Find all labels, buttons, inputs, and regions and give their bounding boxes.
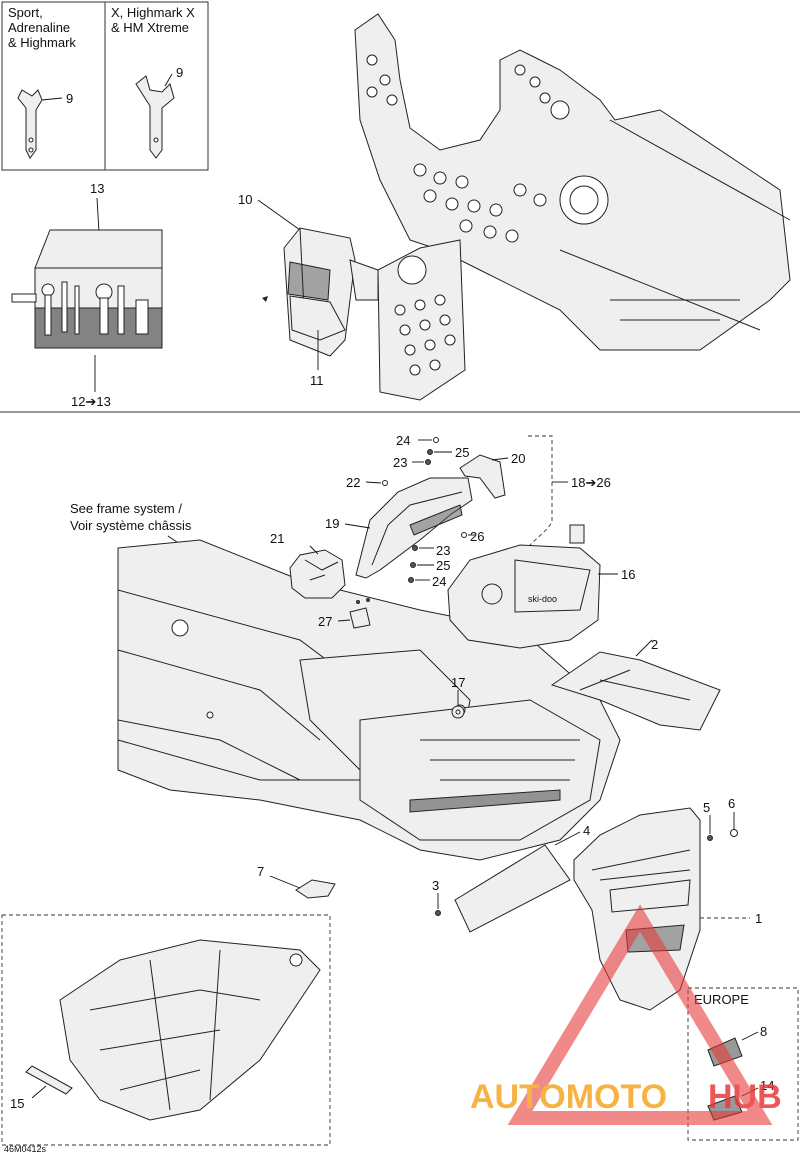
box-a-label: Sport, Adrenaline & Highmark [8,5,76,50]
callout-10: 10 [238,192,252,207]
label-text: Voir système châssis [70,518,192,533]
tank-part-16: ski-doo 16 [447,524,635,649]
label-text: Sport, [8,5,43,20]
callout-24a: 24 [396,433,410,448]
flap-part-4: 4 [454,823,590,933]
callout-19: 19 [325,516,339,531]
chassis-lower [117,539,621,861]
callout-8: 8 [760,1024,767,1039]
callout-25a: 25 [455,445,469,460]
callout-1: 1 [755,911,762,926]
label-text: See frame system / [70,501,182,516]
callout-21: 21 [270,531,284,546]
callout-25b: 25 [436,558,450,573]
frame-assembly-top [354,13,791,351]
case-part-10: 10 [238,192,379,357]
wrench-part-9b: 9 [135,65,183,159]
callout-group-18-26: 18➔26 [528,435,611,546]
panel-part-2: 2 [550,637,721,731]
callout-23a: 23 [393,455,407,470]
callout-17: 17 [451,675,465,690]
label-text: ski-doo [528,594,557,604]
watermark-text-b: HUB [708,1078,782,1116]
inset-belly-pan: 15 [1,914,331,1146]
section-dividers [0,1,800,413]
label-text: Adrenaline [8,20,70,35]
fasteners-5-6: 5 6 [703,796,738,841]
callout-7: 7 [257,864,264,879]
wrench-part-9a: 9 [17,89,73,159]
frame-holes-top [366,54,609,243]
callout-20: 20 [511,451,525,466]
drawing-code: 46M0412s [4,1144,47,1154]
tag-part-27: 27 [318,598,371,629]
callout-24b: 24 [432,574,446,589]
callout-11: 11 [310,373,324,388]
clip-part-20: 20 [459,451,525,499]
callout-4: 4 [583,823,590,838]
callout-13: 13 [90,181,104,196]
callout-6: 6 [728,796,735,811]
callout-2: 2 [651,637,658,652]
label-text: X, Highmark X [111,5,195,20]
callout-26: 26 [470,529,484,544]
callout-18-26: 18➔26 [571,475,611,490]
callout-9a: 9 [66,91,73,106]
callout-group-11: 11 [310,330,324,388]
cap-part-21: 21 [270,531,346,599]
toolbox-part-13: 13 12➔13 [11,181,163,409]
watermark-logo: AUTOMOTO HUB [470,904,782,1125]
label-text: & HM Xtreme [111,20,189,35]
callout-15: 15 [10,1096,24,1111]
callout-23b: 23 [436,543,450,558]
label-text: & Highmark [8,35,76,50]
callout-9b: 9 [176,65,183,80]
callout-16: 16 [621,567,635,582]
grommet-part-17: 17 [451,675,465,719]
callout-14: 14 [760,1078,774,1093]
watermark-text-a: AUTOMOTO [470,1078,667,1116]
strap-part-19: 19 [325,477,473,579]
callout-27: 27 [318,614,332,629]
callout-5: 5 [703,800,710,815]
callout-22: 22 [346,475,360,490]
box-b-label: X, Highmark X & HM Xtreme [111,5,195,35]
bracket-plate [377,239,466,401]
callout-3: 3 [432,878,439,893]
europe-label: EUROPE [694,992,749,1007]
fasteners-22-26: 24 25 23 22 26 23 25 24 [346,433,484,589]
clip-part-7: 7 [257,864,336,899]
screw-part-3: 3 [432,878,441,916]
callout-12-13: 12➔13 [71,394,111,409]
